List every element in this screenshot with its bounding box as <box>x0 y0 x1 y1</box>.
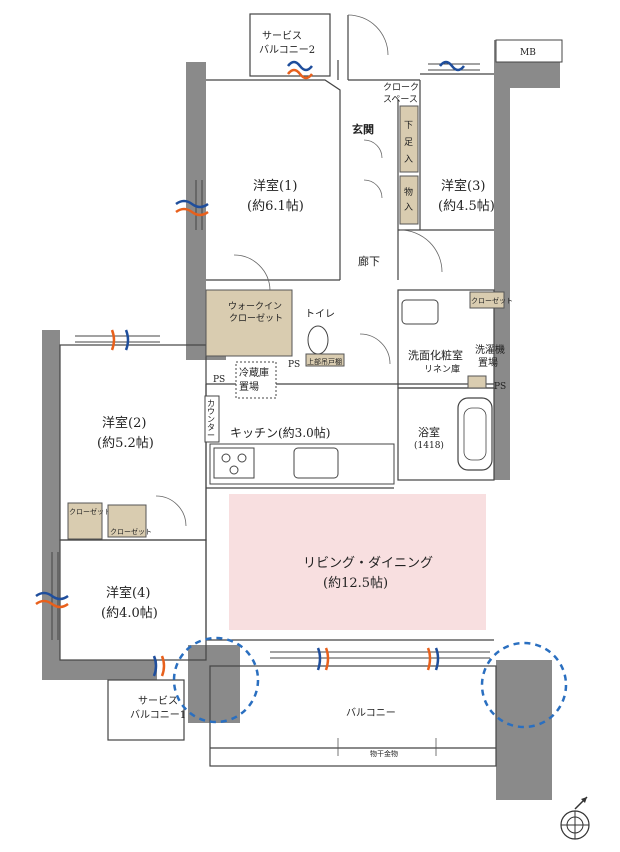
service-balcony-1-line2: バルコニー1 <box>130 709 186 721</box>
counter-c2: ウ <box>207 407 215 416</box>
shoe-storage-c3: 入 <box>404 154 413 165</box>
laundry-line2: 置場 <box>478 356 498 369</box>
entrance-label: 玄関 <box>352 122 374 136</box>
living-dining-highlight <box>229 494 486 630</box>
shoe-storage-c1: 下 <box>404 121 413 131</box>
ps-label-toilet: PS <box>288 360 300 370</box>
counter-c3: ン <box>207 415 215 424</box>
western-room-1-name: 洋室(1) <box>253 178 297 194</box>
windows <box>51 63 490 659</box>
airflow-icon <box>35 60 465 677</box>
walk-in-closet-line2: クローゼット <box>229 312 283 324</box>
mb-label: MB <box>520 48 536 58</box>
closet-room2 <box>67 502 103 540</box>
closet-room3 <box>469 291 505 309</box>
bathroom-size: (1418) <box>414 440 444 451</box>
western-room-3-size: (約4.5帖) <box>438 199 495 214</box>
sink <box>401 299 439 325</box>
closet-room2-label: クローゼット <box>69 507 111 516</box>
interior-walls <box>59 13 497 767</box>
fridge-line2: 置場 <box>239 380 259 393</box>
kitchen-sink <box>293 447 339 479</box>
western-room-1-size: (約6.1帖) <box>247 199 304 214</box>
dashed-circle-left <box>172 636 260 724</box>
dashed-circle-right <box>480 641 568 729</box>
closet-room4 <box>107 504 147 538</box>
balcony-label: バルコニー <box>346 707 396 719</box>
toilet-label: トイレ <box>305 309 335 320</box>
service-balcony-2-line1: サービス <box>262 30 302 42</box>
storage-closet <box>399 175 419 225</box>
western-room-4-size: (約4.0帖) <box>101 606 158 621</box>
linen-label: リネン庫 <box>424 363 460 375</box>
upper-cabinet-label: 上部吊戸棚 <box>307 357 342 366</box>
washroom-label: 洗面化粧室 <box>408 348 463 362</box>
counter-c4: タ <box>207 423 215 432</box>
western-room-4-name: 洋室(4) <box>106 585 150 601</box>
stove-icon <box>213 447 255 479</box>
shoe-storage <box>399 105 419 173</box>
ps-label-right: PS <box>494 382 506 392</box>
upper-cabinet <box>305 353 345 367</box>
door-swing-icon <box>155 14 443 527</box>
kitchen-label: キッチン(約3.0帖) <box>230 425 330 440</box>
storage-c1: 物 <box>404 186 413 198</box>
fridge-box <box>235 361 277 399</box>
living-dining-size: (約12.5帖) <box>323 576 388 591</box>
counter-c5: ー <box>207 431 215 440</box>
shoe-storage-c2: 足 <box>404 137 413 148</box>
cloak-space-line1: クローク <box>383 82 419 93</box>
ps-label-left: PS <box>213 375 225 385</box>
bathtub <box>457 397 493 471</box>
counter-c1: カ <box>207 399 215 408</box>
western-room-2-size: (約5.2帖) <box>97 436 154 451</box>
walk-in-closet <box>205 289 293 357</box>
linen-box <box>467 375 487 389</box>
toilet-bowl <box>307 325 329 355</box>
service-balcony-2-line2: バルコニー2 <box>259 44 315 56</box>
mb-box <box>495 39 563 63</box>
fridge-line1: 冷蔵庫 <box>239 366 269 379</box>
closet-room3-label: クローゼット <box>471 296 513 305</box>
western-room-3-name: 洋室(3) <box>441 178 485 194</box>
cloak-space-line2: スペース <box>383 95 418 105</box>
laundry-pole-label: 物干金物 <box>370 749 398 758</box>
living-dining-name: リビング・ダイニング <box>303 556 433 571</box>
bathroom-name: 浴室 <box>418 425 440 439</box>
counter-box <box>204 395 220 443</box>
compass-icon <box>560 796 590 840</box>
service-balcony-1-line1: サービス <box>138 695 178 707</box>
walk-in-closet-line1: ウォークイン <box>228 301 282 312</box>
corridor-label: 廊下 <box>358 254 380 268</box>
bathtub-inner <box>463 407 487 461</box>
closet-room4-label: クローゼット <box>110 527 152 536</box>
western-room-2-name: 洋室(2) <box>102 415 146 431</box>
laundry-line1: 洗濯機 <box>475 343 505 356</box>
storage-c2: 入 <box>404 202 413 213</box>
